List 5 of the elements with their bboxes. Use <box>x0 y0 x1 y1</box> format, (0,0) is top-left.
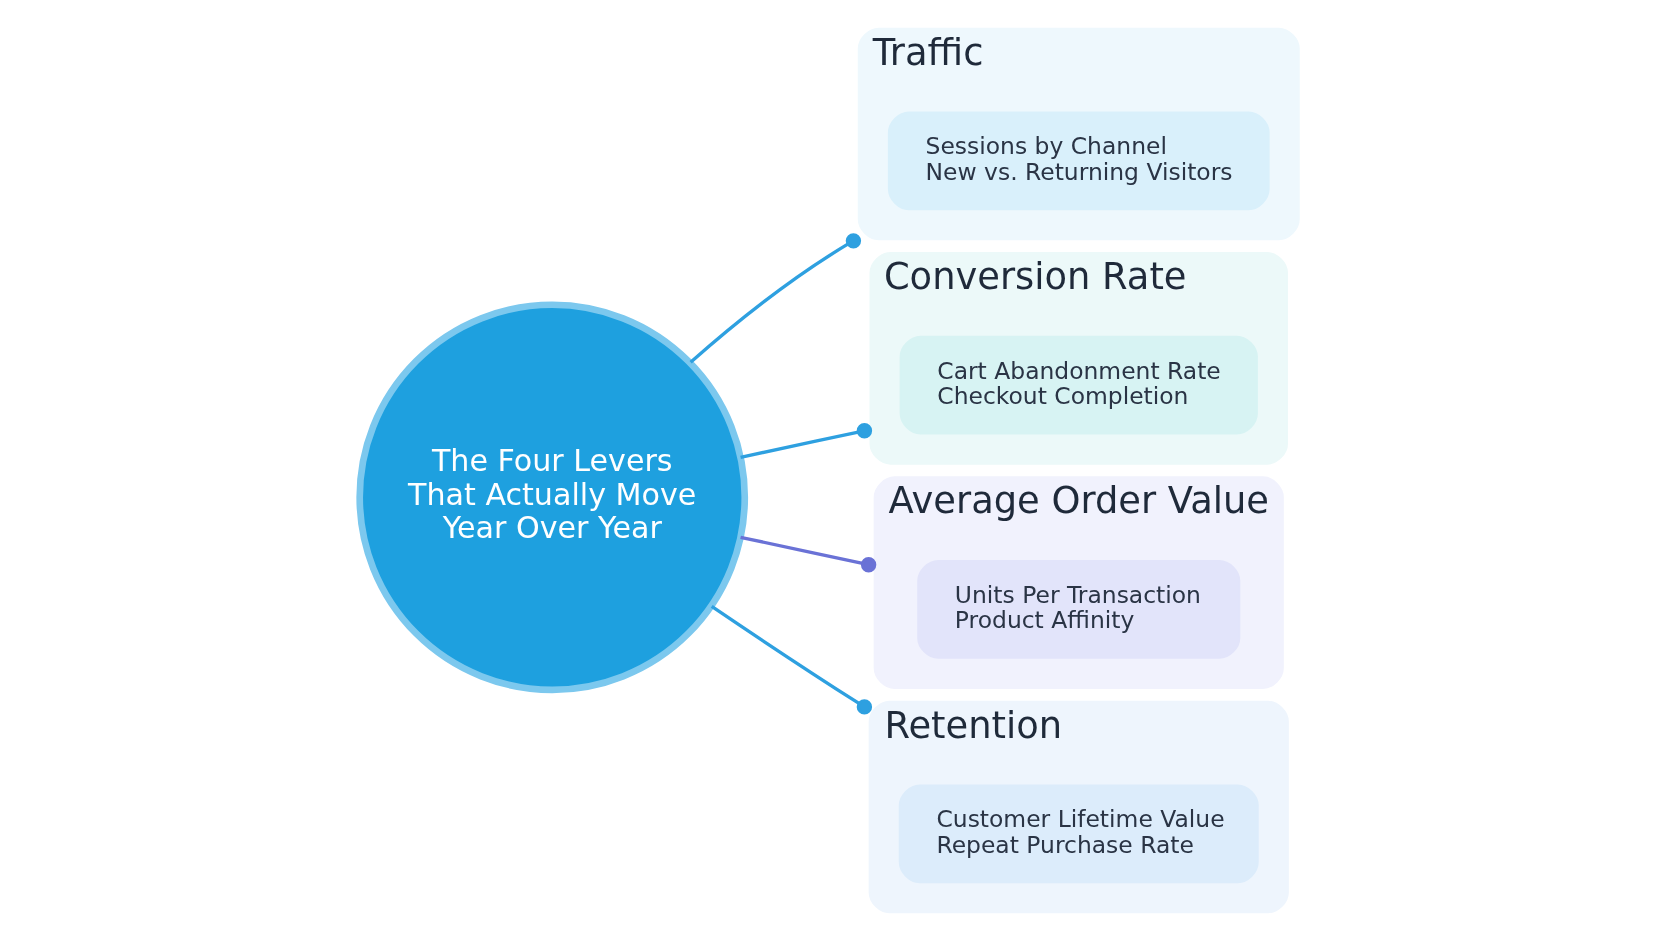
connector <box>710 605 873 715</box>
connector <box>740 535 877 573</box>
node-circle: The Four Levers That Actually Move Year Over Year <box>356 301 749 694</box>
connector <box>689 233 862 364</box>
connector <box>740 423 873 459</box>
